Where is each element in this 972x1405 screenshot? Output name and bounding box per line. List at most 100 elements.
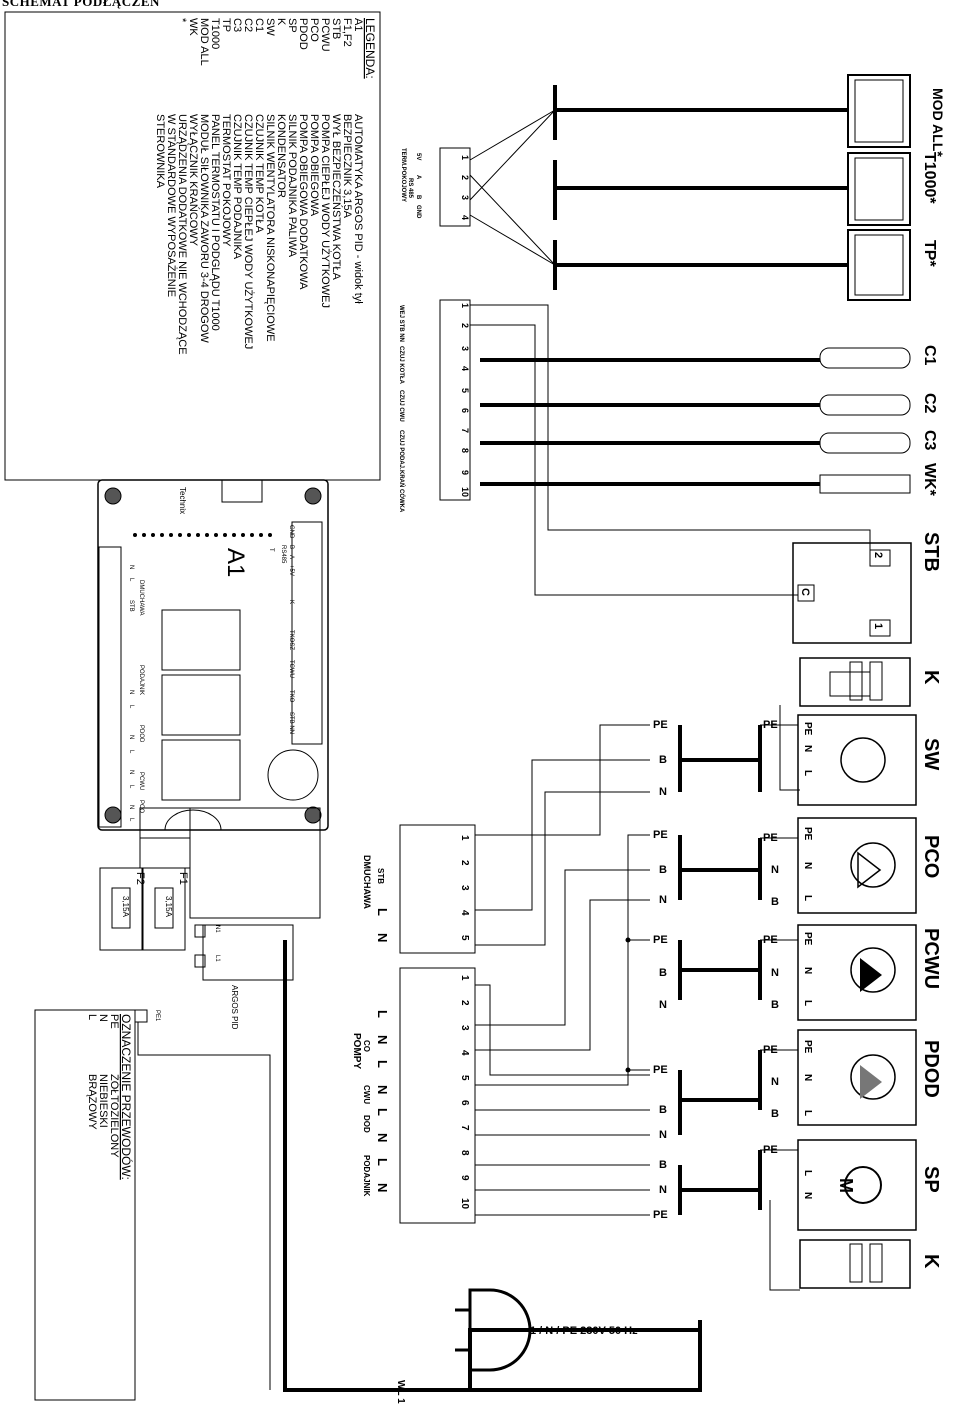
legend-code: PCO (308, 18, 320, 42)
legend-desc: CZUJNIK TEMP CIEPŁEJ WODY UŻYTKOWEJ (242, 114, 255, 349)
block1-label: L (375, 908, 390, 916)
wire-code: L (86, 1014, 98, 1020)
terminal-number: 3 (459, 1025, 470, 1031)
strip-label: N (128, 805, 134, 809)
strip-label: PCWU (138, 772, 144, 790)
wire-label: B (771, 999, 779, 1011)
legend-code: C2 (242, 18, 254, 32)
rs485-label: TERM.POKOJOWY (400, 148, 406, 202)
terminal-number: 4 (460, 366, 470, 371)
motor-symbol: M (836, 1178, 856, 1193)
sensor-name: C1 (921, 345, 938, 366)
device-label: MOD ALL* (930, 88, 946, 157)
legend-desc: AUTOMATYKA ARGOS PID - widok tył (352, 114, 364, 304)
fuse-terminal-label: L1 (214, 955, 220, 962)
strip-label: DMUCHAWA (138, 580, 144, 616)
wire-label: N (659, 894, 667, 906)
sensor-label: CZUJ KOTŁA (398, 346, 404, 385)
terminal-label: N (802, 1074, 813, 1081)
legend-code: WK (187, 18, 199, 36)
rs485-pin-label: B (415, 195, 421, 200)
legend-desc: URZĄDZENIA DODATKOWE NIE WCHODZĄCE (176, 114, 188, 355)
wire-legend-heading: OZNACZENIE PRZEWODÓW: (119, 1014, 134, 1180)
legend-code: F1,F2 (341, 18, 353, 47)
wire-label: PE (653, 934, 668, 946)
wire-label: PE (763, 832, 778, 844)
terminal-number: 2 (459, 1000, 470, 1006)
header-label: RS485 (280, 545, 286, 564)
terminal-number: 10 (460, 487, 470, 497)
legend-desc: WYŁ BEZPIECZEŃSTWA KOTŁA (330, 114, 343, 281)
legend-desc: KONDENSATOR (275, 114, 287, 198)
terminal-number: 2 (460, 175, 470, 180)
legend-code: K (275, 18, 287, 26)
sensor-label: WEJ STB NN (398, 305, 404, 342)
device-label: PCO (920, 835, 942, 878)
wire-label: B (659, 864, 667, 876)
terminal-number: 7 (460, 428, 470, 433)
led-dot-row (133, 533, 272, 537)
legend-code: MOD ALL (198, 18, 210, 66)
strip-label: N (128, 735, 134, 739)
fuse-f1-label: F1 (177, 872, 189, 885)
sensor-name: WK* (921, 463, 938, 497)
device-label: TP* (921, 240, 938, 267)
sensor-label: CZUJ PODAJ. (398, 430, 404, 470)
terminal-label: L (802, 1000, 813, 1006)
pump-block-name: POMPY (351, 1033, 362, 1069)
terminal-number: 1 (459, 975, 470, 981)
legend-code: TP (220, 18, 232, 32)
terminal-number: 3 (459, 885, 470, 891)
legend-desc: CZUJNIK TEMP PODAJNIKA (231, 114, 243, 260)
terminal-label: N (802, 967, 813, 974)
stb-name: STB (920, 532, 942, 572)
legend-desc: CZUJNIK TEMP KOTŁA (253, 114, 265, 233)
header-label: TCWU (288, 660, 294, 678)
legend-heading: LEGENDA: (363, 18, 377, 79)
legend-code: SW (264, 18, 276, 36)
rs485-pin-label: 5V (415, 153, 421, 160)
page-title: SCHEMAT PODŁĄCZEŃ (2, 0, 160, 9)
sensor-terminal-block[interactable] (439, 299, 471, 501)
legend-code: SP (286, 18, 298, 33)
legend-code: PCWU (319, 18, 331, 52)
stb-pin: 2 (872, 552, 884, 558)
board-terminal-strip (98, 546, 122, 828)
fuse-terminal-label: PE1 (154, 1010, 160, 1022)
block1-label: STB (376, 868, 385, 884)
strip-label: L (128, 785, 134, 789)
blower-terminal-block[interactable] (399, 824, 476, 954)
device-label: PDOD (920, 1040, 942, 1098)
legend-code: T1000 (209, 18, 221, 49)
rs485-pin-label: A (415, 175, 421, 180)
legend-code: C3 (231, 18, 243, 32)
fuse-f2-label: F2 (134, 872, 146, 885)
terminal-number: 2 (460, 323, 470, 328)
stb-pin: 1 (872, 623, 884, 629)
terminal-label: L (802, 1170, 813, 1176)
terminal-number: 6 (460, 408, 470, 413)
terminal-label: PE (802, 827, 813, 841)
block1-label: N (375, 933, 390, 942)
rs485-terminal-block[interactable] (439, 147, 471, 227)
strip-label: PDOD (138, 725, 144, 743)
device-label: K (920, 1254, 942, 1269)
legend-desc: SILNIK WENTYLATORA NISKONAPIĘCIOWE (264, 114, 276, 342)
legend-code: C1 (253, 18, 265, 32)
terminal-number: 7 (459, 1125, 470, 1131)
rs485-pin-label: GND (415, 205, 421, 219)
header-label: TKOSZ (288, 630, 294, 650)
wire-label: N (771, 967, 779, 979)
mains-plug (468, 1288, 532, 1372)
mount-hole (104, 806, 122, 824)
wire-legend-box (34, 1009, 136, 1401)
wire-label: N (771, 1076, 779, 1088)
fuse-f1-rating: 3,15A (164, 896, 173, 918)
pump-terminal-block[interactable] (399, 967, 476, 1224)
legend-desc: POMPA OBIEGOWA DODATKOWA (297, 114, 309, 290)
wire-label: PE (653, 829, 668, 841)
terminal-number: 3 (460, 195, 470, 200)
legend-desc: W STANDARDOWE WYPOSAŻENIE (165, 114, 178, 297)
terminal-number: 8 (459, 1150, 470, 1156)
fuse-f1 (142, 867, 186, 951)
